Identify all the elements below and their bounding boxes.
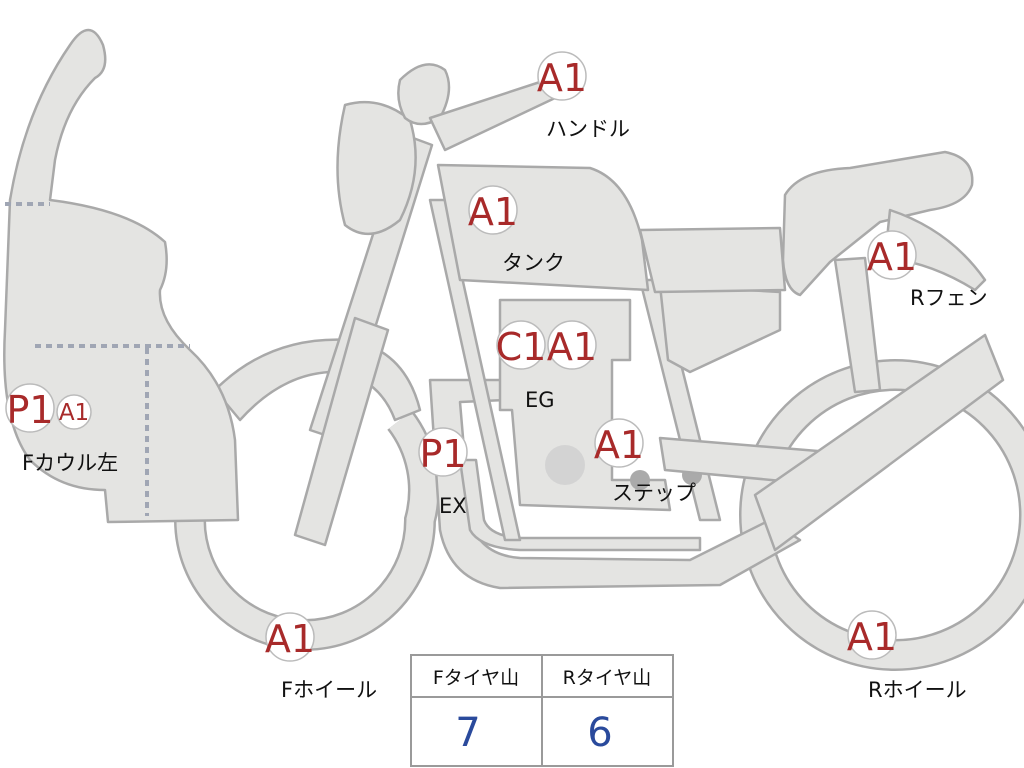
rear-seat-shape [781,150,974,297]
rear-wheel-shape [739,359,1024,671]
handle-label: ハンドル [546,117,630,141]
front-tread-header: Fタイヤ山 [433,667,519,689]
cowl-p-badge: P1 [5,383,55,433]
cowl-label: Fカウル左 [22,451,118,475]
headlight-shape [336,100,417,236]
rear-fender-badge: A1 [867,230,917,280]
rear-tread-value: 6 [587,710,612,756]
engine-a-badge: A1 [547,320,597,370]
front-tread-value: 7 [455,710,480,756]
step-badge: A1 [594,418,644,468]
svg-text:A1: A1 [468,190,518,234]
engine-cover-circle [545,445,585,485]
rear-wheel-badge: A1 [847,610,897,660]
tank-label: タンク [502,251,565,275]
svg-text:A1: A1 [537,56,587,100]
rear-wheel-label: Rホイール [868,678,967,702]
muffler-shape [753,333,1005,552]
tank-badge: A1 [468,185,518,235]
svg-text:A1: A1 [847,615,897,659]
front-wheel-label: Fホイール [281,678,377,702]
svg-text:A1: A1 [547,325,597,369]
step-peg-left [630,470,650,490]
front-cowl-shape [3,28,240,524]
tire-tread-table: Fタイヤ山 Rタイヤ山 7 6 [410,654,674,767]
exhaust-badge: P1 [418,427,468,477]
svg-text:P1: P1 [6,388,53,432]
lower-pipe-shape [458,458,702,552]
front-wheel-badge: A1 [265,612,315,662]
svg-text:A1: A1 [59,400,89,426]
engine-c-badge: C1 [496,320,547,370]
seat-shape [638,226,787,294]
engine-label: EG [525,388,555,412]
rear-fender-label: Rフェン [910,286,988,310]
svg-text:A1: A1 [594,423,644,467]
step-label: ステップ [612,481,696,505]
side-cover-shape [658,283,782,374]
svg-text:A1: A1 [867,235,917,279]
fork-lower-shape [293,316,390,547]
frame-shape [428,198,522,542]
svg-text:A1: A1 [265,617,315,661]
front-wheel-shape [174,410,440,651]
rear-tread-header: Rタイヤ山 [563,667,652,689]
exhaust-label: EX [439,494,467,518]
cowl-a-badge: A1 [56,394,92,430]
handle-badge: A1 [537,51,587,101]
svg-text:P1: P1 [419,432,466,476]
rear-shock-shape [833,256,882,394]
svg-text:C1: C1 [496,325,547,369]
